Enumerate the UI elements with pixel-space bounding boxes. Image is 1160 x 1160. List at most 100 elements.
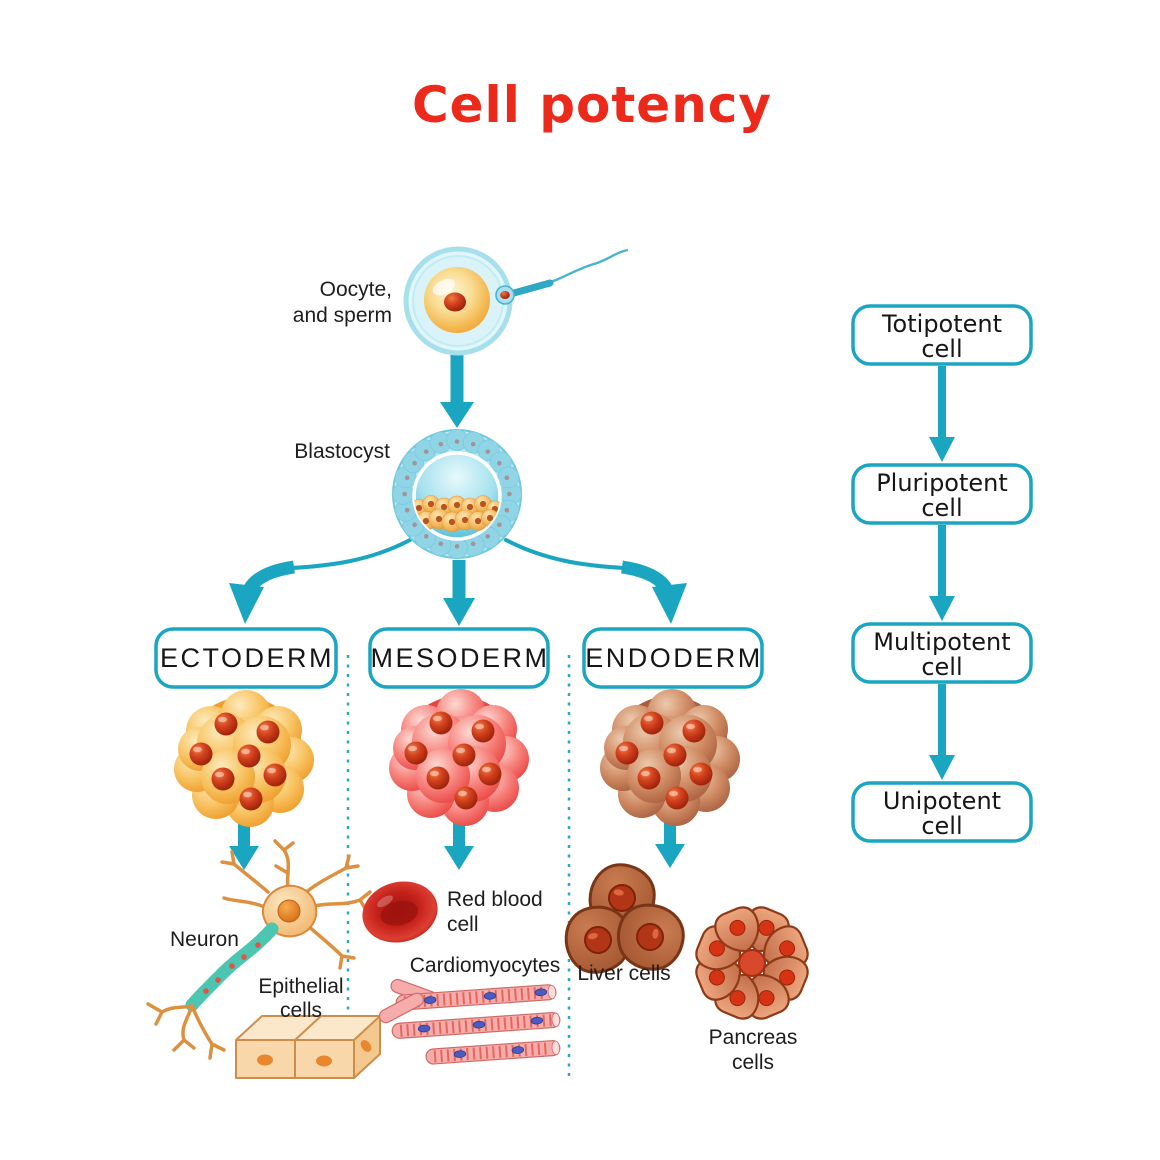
trophoblast-nucleus [507,491,512,497]
fiber-stria [481,990,485,1003]
cluster-nucleus [404,741,428,765]
endoderm-box-frame [582,627,764,689]
neuron-label: Neuron [170,928,239,951]
cluster-nucleus [237,744,261,768]
trophoblast-nucleus [412,460,417,466]
neuron-illustration: Neuron [146,839,372,1060]
epithelial-label-line1: Epithelial [258,975,343,998]
fiber-stria [462,992,466,1005]
mesoderm-cell-cluster [389,689,529,826]
trophoblast-nucleus [485,534,491,539]
arrow-mesoderm-to-cells [444,818,474,870]
potency-chain: Totipotent cell Pluripotent cell Multipo… [851,304,1033,843]
fiber-stria [520,988,524,1001]
fiber-nucleus [483,992,497,1000]
nucleus-highlight [215,771,224,778]
nucleus-highlight [430,770,439,777]
epithelial-label-line2: cells [280,999,322,1022]
fiber-stria [485,1046,489,1059]
fiber-stria [498,1045,502,1058]
trophoblast-nucleus [404,475,410,481]
fiber-stria [406,1024,410,1037]
rbc-dimple [380,900,418,926]
fiber-stria [440,1049,443,1062]
trophoblast-nucleus [454,439,460,444]
endoderm-box: ENDODERM [582,627,764,689]
fiber-stria [543,1042,547,1055]
branch-arrow-right-head [652,583,687,624]
fiber-stria [451,1020,455,1034]
icm-nucleus [453,501,461,509]
fiber-stria [510,1016,513,1030]
multipotent-box-frame [851,622,1033,684]
trophoblast-nucleus [412,522,417,528]
cluster-nucleus [189,742,213,766]
fiber-stria [516,1016,520,1029]
liver-cells-illustration: Liver cells [557,859,689,985]
arrow-pluripotent-to-multipotent [929,525,955,621]
trophoblast-nucleus [423,534,429,539]
icm-nucleus [415,504,423,512]
potency-box-totipotent: Totipotent cell [851,304,1033,366]
trophoblast-nucleus [402,491,407,497]
nucleus-highlight [433,715,442,722]
red-blood-cell-illustration: Red blood cell [362,881,543,943]
trophoblast-nucleus [485,449,491,454]
fiber-stria [399,1024,403,1037]
fiber-stria [464,1020,468,1033]
ectoderm-box: ECTODERM [154,627,338,689]
fiber-stria [442,993,446,1006]
icm-nucleus [448,518,456,526]
pancreas-label-line1: Pancreas [709,1026,798,1049]
cluster-nucleus [682,719,706,743]
nucleus-highlight [243,791,252,798]
fiber-stria [472,1047,476,1060]
nucleus-highlight [686,723,695,730]
cluster-nucleus [663,743,687,767]
icm-nucleus [435,515,443,523]
neuron-nucleus [277,899,301,923]
potency-box-multipotent: Multipotent cell [851,622,1033,684]
fiber-stria [514,988,517,1001]
fiber-nucleus [423,996,437,1004]
cluster-nucleus [239,787,263,811]
icm-nucleus [486,514,494,522]
arrow-totipotent-to-pluripotent [929,366,955,462]
fiber-stria [455,992,459,1005]
nucleus-highlight [458,790,467,797]
nucleus-highlight [408,745,417,752]
fiber-stria [542,1014,546,1027]
fiber-stria [436,993,440,1007]
cardiomyocytes-label: Cardiomyocytes [410,954,561,977]
cluster-nucleus [452,743,476,767]
cluster-nucleus [214,712,238,736]
fiber-stria [501,989,504,1002]
cluster-nucleus [478,762,502,786]
nucleus-highlight [260,724,269,731]
arrow-endoderm-to-cells [655,816,685,868]
sperm-nucleus [500,291,510,299]
trophoblast-nucleus [470,541,476,547]
page-title: Cell potency [412,76,772,134]
fiber-stria [497,1017,500,1030]
axon-terminal-branches [146,1002,226,1060]
pancreas-cells-illustration: Pancreas cells [691,902,813,1074]
fiber-stria [445,1021,449,1034]
cluster-nucleus [637,766,661,790]
nucleus-highlight [475,723,484,730]
pancreas-center [738,949,766,977]
nucleus-highlight [644,715,653,722]
multipotent-label-line2: cell [921,653,962,681]
mesoderm-box: MESODERM [368,627,550,689]
fiber-stria [537,1043,541,1056]
liver-cells-label: Liver cells [577,962,670,985]
nucleus-highlight [693,766,702,773]
fiber-stria [503,1017,507,1030]
oocyte-label-line2: and sperm [293,304,392,327]
oocyte-nucleus [444,292,466,312]
ectoderm-box-frame [154,627,338,689]
cluster-nucleus [454,786,478,810]
nucleus-highlight [267,767,276,774]
